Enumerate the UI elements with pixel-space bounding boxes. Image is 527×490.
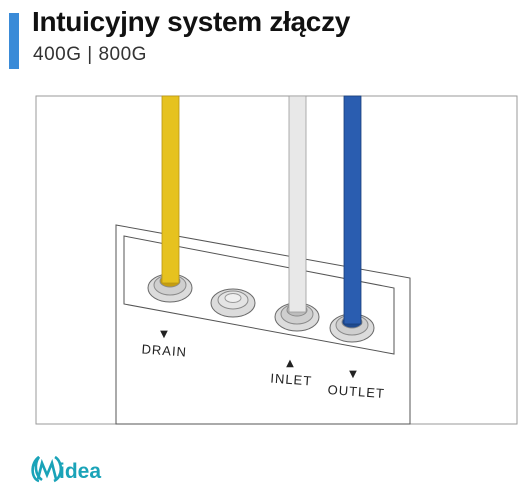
- inlet-label: INLET: [270, 371, 313, 389]
- inlet-pipe: [288, 95, 307, 313]
- outlet-arrow: ▼: [349, 369, 357, 380]
- drain-pipe: [161, 95, 180, 284]
- model-variants: 400G | 800G: [33, 44, 147, 65]
- accent-bar: [9, 13, 19, 69]
- page-title: Intuicyjny system złączy: [32, 6, 351, 37]
- drain-label: DRAIN: [141, 341, 187, 359]
- blank-port: [210, 288, 256, 318]
- midea-logo: Midea idea: [31, 455, 101, 483]
- drain-arrow: ▼: [160, 329, 168, 340]
- inlet-arrow: ▲: [286, 358, 294, 369]
- outlet-pipe: [343, 95, 362, 325]
- midea-logo-mark: [31, 455, 63, 483]
- outlet-label: OUTLET: [327, 382, 385, 401]
- midea-logo-letters: idea: [59, 460, 101, 483]
